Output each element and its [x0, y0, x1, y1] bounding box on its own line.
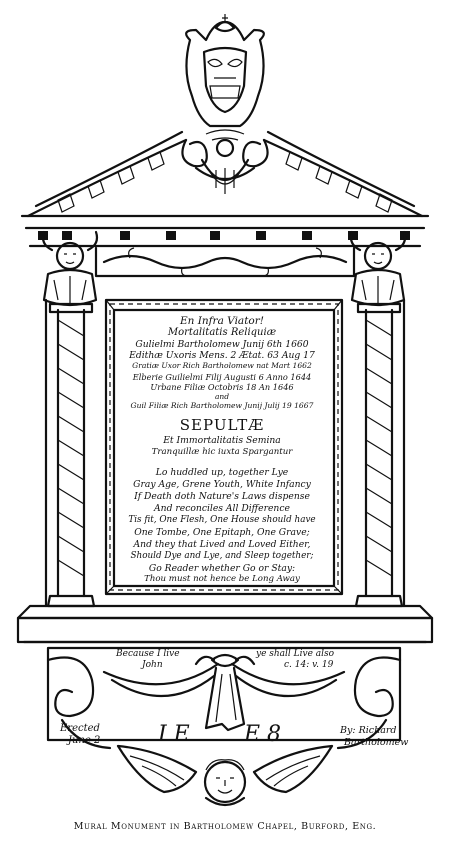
epitaph-line: And reconciles All Difference [154, 503, 290, 514]
epitaph-line: If Death doth Nature's Laws dispense [134, 491, 310, 502]
inscription-heading: SEPULTÆ [179, 416, 265, 434]
left-scroll-name: John [142, 660, 163, 670]
inscription-line: Gratiæ Uxor Rich Bartholomew nat Mart 16… [132, 361, 312, 370]
inscription-line: Tranquillæ hic iuxta Spargantur [151, 447, 293, 457]
inscription-border [104, 298, 344, 596]
inscription-line: Edithæ Uxoris Mens. 2 Ætat. 63 Aug 17 [129, 350, 315, 361]
epitaph-line: Tis fit, One Flesh, One House should hav… [128, 515, 316, 525]
epitaph-line: Gray Age, Grene Youth, White Infancy [133, 479, 311, 490]
winged-cherub [116, 744, 334, 807]
right-scroll-ref: c. 14: v. 19 [284, 660, 334, 670]
right-column [354, 302, 404, 608]
pediment [20, 130, 430, 278]
epitaph-line: One Tombe, One Epitaph, One Grave; [134, 527, 310, 538]
inscription-line: and [214, 392, 230, 401]
frame-sides [44, 298, 406, 608]
inscription-line: Et Immortalitatis Semina [163, 435, 281, 446]
by-name: Bartholomew [344, 737, 409, 748]
by-line: By: Richard [340, 725, 397, 736]
inscription-line: Elberie Guilielmi Filij Augusti 6 Anno 1… [132, 372, 312, 382]
initials-right: E 8 [244, 722, 282, 747]
inscription-line: Guil Filiæ Rich Bartholomew Junij Julij … [130, 401, 314, 410]
inscription-panel: En Infra Viator! Mortalitatis Reliquiæ G… [118, 316, 326, 584]
epitaph-line: Thou must not hence be Long Away [144, 574, 300, 584]
left-capital [41, 230, 99, 307]
lower-apron [46, 646, 402, 750]
epitaph-line: Should Dye and Lye, and Sleep together; [130, 551, 314, 561]
inscription-line: En Infra Viator! [180, 316, 264, 327]
epitaph-line: Go Reader whether Go or Stay: [148, 563, 296, 574]
right-scroll-text: ye shall Live also [256, 649, 335, 659]
erected-date: June 2 [68, 735, 101, 746]
left-column [46, 302, 96, 608]
left-scroll-text: Because I live [116, 649, 180, 659]
right-capital [349, 230, 407, 307]
epitaph-line: Lo huddled up, together Lye [155, 467, 289, 478]
inscription-line: Gulielmi Bartholomew Junij 6th 1660 [135, 339, 309, 350]
epitaph-line: And they that Lived and Loved Either, [133, 539, 311, 550]
initials-left: I E [158, 722, 190, 747]
crest-cartouche [185, 14, 265, 158]
inscription-line: Urbane Filiæ Octobris 18 An 1646 [150, 382, 294, 392]
base-ledge [16, 604, 434, 644]
inscription-line: Mortalitatis Reliquiæ [167, 327, 277, 338]
figure-caption: Mural Monument in Bartholomew Chapel, Bu… [73, 821, 377, 832]
erected-label: Erected [60, 723, 100, 734]
